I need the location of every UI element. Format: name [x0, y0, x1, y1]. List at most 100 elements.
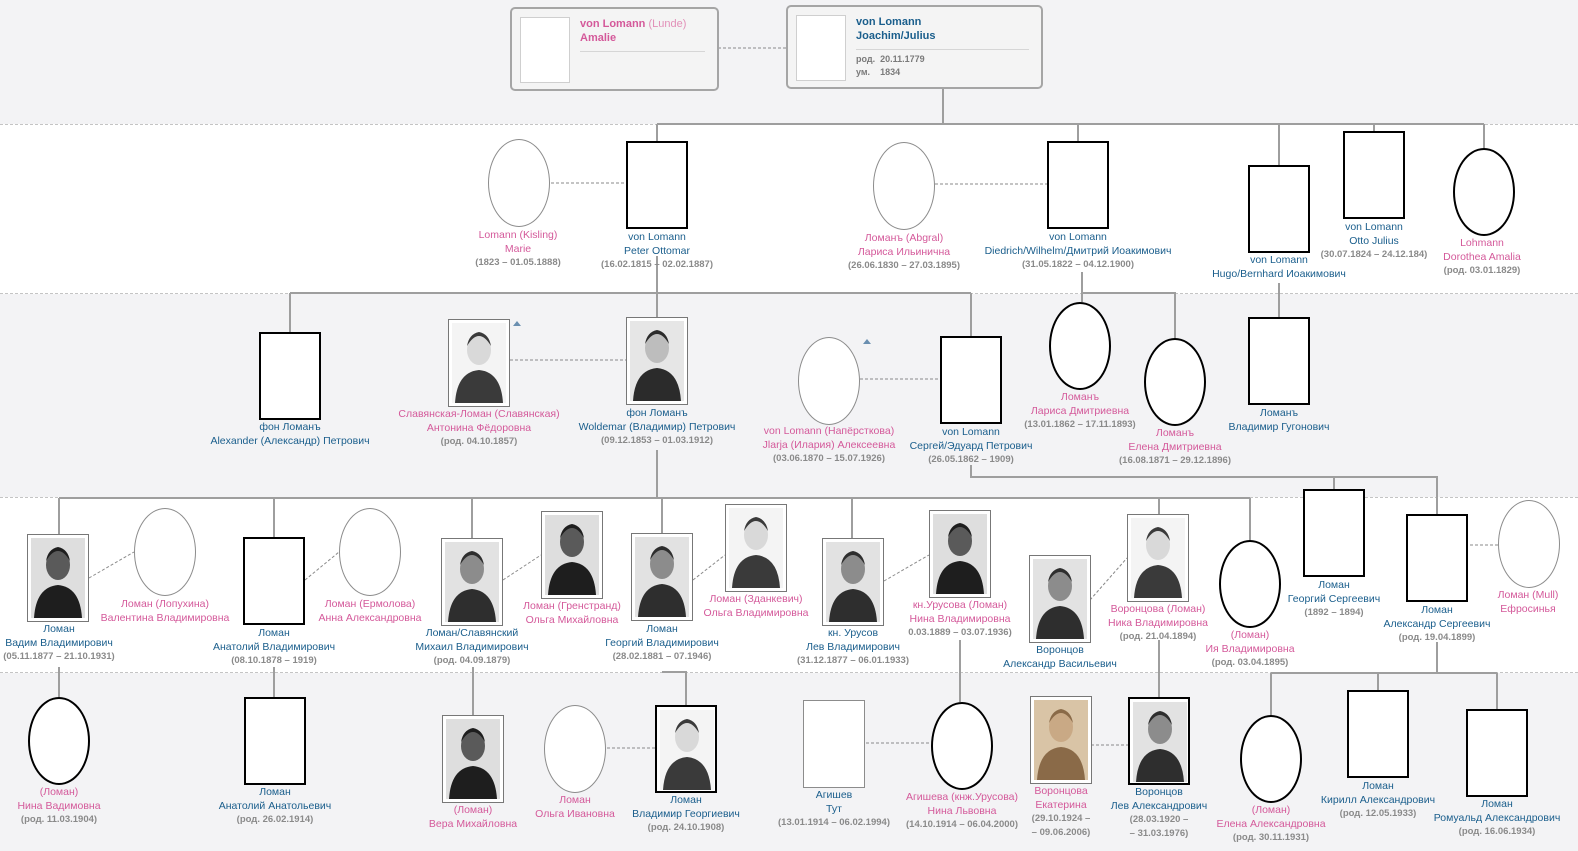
female-node-oval[interactable] — [488, 139, 550, 227]
person-photo[interactable] — [1030, 696, 1092, 784]
person-photo[interactable] — [442, 715, 504, 803]
female-node-oval[interactable] — [873, 142, 935, 230]
female-node-oval[interactable] — [28, 697, 90, 785]
person-photo[interactable] — [1127, 514, 1189, 602]
female-node-oval[interactable] — [798, 337, 860, 425]
male-node-box[interactable] — [243, 537, 305, 625]
person-card-amalie[interactable]: von Lomann (Lunde) Amalie — [510, 7, 719, 91]
surname: Славянская-Ломан (Славянская) — [398, 408, 560, 420]
surname: Lohmann — [1460, 237, 1504, 249]
female-node-oval[interactable] — [134, 508, 196, 596]
person-label: von Lomann (Напёрсткова)Jlarja (Илария) … — [709, 424, 949, 466]
female-node-oval[interactable] — [1498, 500, 1560, 588]
surname: Ломан (Зданкевич) — [709, 593, 803, 605]
person-photo[interactable] — [631, 533, 693, 621]
person-photo[interactable] — [822, 538, 884, 626]
life-dates: (29.10.1924 – — [1031, 813, 1091, 824]
person-photo[interactable] — [655, 705, 717, 793]
person-photo[interactable] — [441, 538, 503, 626]
person-photo[interactable] — [929, 510, 991, 598]
person-card-joachim[interactable]: von Lomann Joachim/Julius род. 20.11.177… — [786, 5, 1043, 89]
person-photo[interactable] — [1128, 697, 1190, 785]
given-name: Diedrich/Wilhelm/Дмитрий Иоакимович — [984, 245, 1172, 257]
surname: Ломанъ — [1060, 391, 1100, 403]
given-name: Владимир Гугонович — [1228, 421, 1330, 433]
male-node-box[interactable] — [940, 336, 1002, 424]
life-dates-continued: – 31.03.1976) — [1129, 828, 1189, 839]
surname: Воронцова (Ломан) — [1110, 603, 1206, 615]
person-photo[interactable] — [1029, 555, 1091, 643]
surname: Ломан — [1362, 780, 1394, 792]
life-dates: (28.03.1920 – — [1129, 814, 1189, 825]
surname: von Lomann — [856, 16, 922, 28]
person-label: Ломан (Ермолова)Анна Александровна — [250, 597, 490, 625]
given-name: Joachim/Julius — [856, 30, 936, 42]
female-node-oval[interactable] — [1049, 302, 1111, 390]
expand-arrow-icon[interactable] — [863, 339, 871, 344]
expand-arrow-icon[interactable] — [513, 321, 521, 326]
male-node-box[interactable] — [259, 332, 321, 420]
surname: Ломанъ (Abgral) — [864, 232, 944, 244]
given-name: Нина Владимировна — [909, 613, 1011, 625]
portrait-icon — [1034, 700, 1088, 780]
male-node-box[interactable] — [626, 141, 688, 229]
male-node-box[interactable] — [1248, 317, 1310, 405]
life-dates: (род. 30.11.1931) — [1232, 832, 1310, 843]
surname: кн.Урусова (Ломан) — [912, 599, 1008, 611]
male-node-box[interactable] — [1406, 514, 1468, 602]
person-photo[interactable] — [27, 534, 89, 622]
given-name: Антонина Фёдоровна — [426, 422, 532, 434]
surname: Воронцова — [1034, 785, 1088, 797]
female-node-oval[interactable] — [544, 705, 606, 793]
female-node-oval[interactable] — [1453, 148, 1515, 236]
life-dates: (род. 16.06.1934) — [1458, 826, 1536, 837]
surname: Ломан (Ермолова) — [324, 598, 416, 610]
portrait-placeholder — [796, 15, 846, 81]
person-photo[interactable] — [448, 319, 510, 407]
portrait-icon — [933, 514, 987, 594]
life-dates: (1823 – 01.05.1888) — [475, 257, 561, 268]
male-node-box[interactable] — [244, 697, 306, 785]
person-photo[interactable] — [725, 504, 787, 592]
given-name: Ольга Ивановна — [535, 808, 615, 820]
given-name: Георгий Сергеевич — [1287, 593, 1381, 605]
male-node-box[interactable] — [1303, 489, 1365, 577]
female-node-oval[interactable] — [339, 508, 401, 596]
person-label: Воронцова (Ломан)Ника Владимировна(род. … — [1038, 602, 1278, 644]
person-photo[interactable] — [626, 317, 688, 405]
given-name: Woldemar (Владимир) Петрович — [578, 421, 736, 433]
male-node-box[interactable] — [1343, 131, 1405, 219]
surname: Воронцов — [1135, 786, 1183, 798]
male-node-box[interactable] — [803, 700, 865, 788]
person-label: (Ломан)Елена Александровна(род. 30.11.19… — [1151, 803, 1391, 845]
male-node-box[interactable] — [1248, 165, 1310, 253]
male-node-box[interactable] — [1347, 690, 1409, 778]
surname: von Lomann — [1345, 221, 1403, 233]
surname: Ломан — [670, 794, 702, 806]
male-node-box[interactable] — [1047, 141, 1109, 229]
male-node-box[interactable] — [1466, 709, 1528, 797]
female-node-oval[interactable] — [1219, 540, 1281, 628]
female-node-oval[interactable] — [1240, 715, 1302, 803]
female-node-oval[interactable] — [931, 702, 993, 790]
surname: von Lomann — [942, 426, 1000, 438]
life-dates: (род. 03.04.1895) — [1211, 657, 1289, 668]
female-node-oval[interactable] — [1144, 338, 1206, 426]
person-photo[interactable] — [541, 511, 603, 599]
born-label: род. — [856, 54, 876, 64]
given-name: Ника Владимировна — [1108, 617, 1208, 629]
given-name: Лариса Ильинична — [857, 246, 951, 258]
life-dates: (род. 24.10.1908) — [647, 822, 725, 833]
surname: von Lomann (Напёрсткова) — [763, 425, 895, 437]
portrait-icon — [446, 719, 500, 799]
person-label: Славянская-Ломан (Славянская) Антонина Фё… — [359, 407, 599, 449]
